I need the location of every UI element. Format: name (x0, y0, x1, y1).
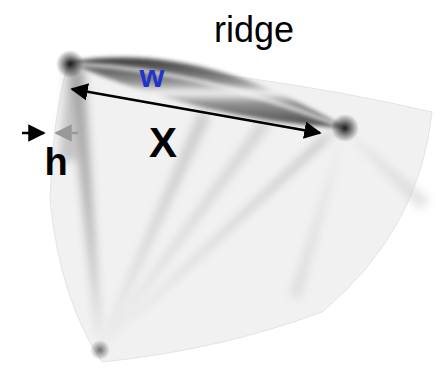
ridge-band (68, 58, 345, 128)
thickness-label: h (44, 143, 67, 181)
dimension-arrow (72, 89, 320, 133)
vertex (90, 340, 110, 360)
thickness-arrow (22, 132, 44, 135)
length-label: X (149, 122, 177, 164)
width-label: w (140, 60, 165, 92)
ridge-label: ridge (214, 12, 294, 48)
thickness-arrow (56, 132, 78, 135)
vertex (56, 50, 84, 78)
vertex (331, 114, 359, 142)
